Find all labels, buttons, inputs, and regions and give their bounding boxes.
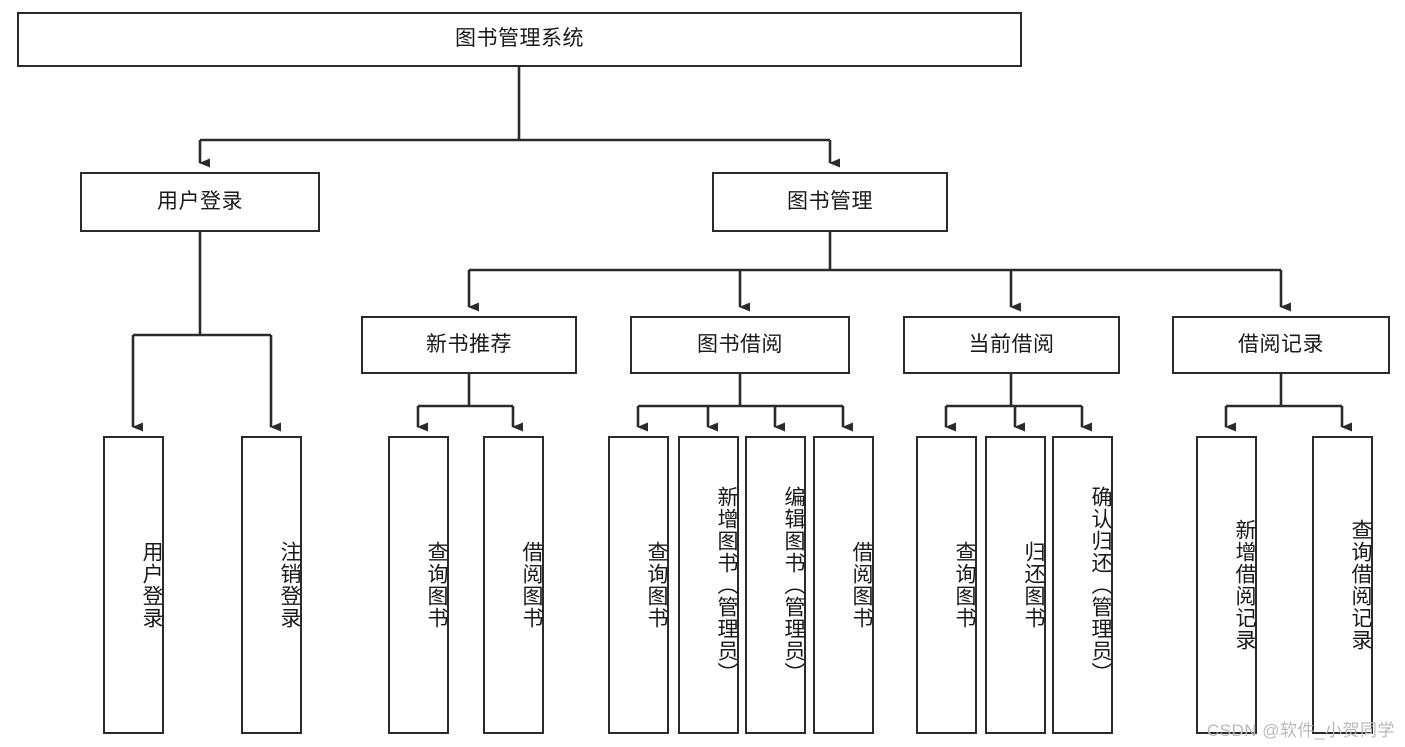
node-leaf-add-borrow-record[interactable]: 新增借阅记录 [1196,436,1257,734]
node-leaf-query-book-current-label: 查询图书 [953,541,976,629]
node-book-manage[interactable]: 图书管理 [712,172,948,232]
node-root[interactable]: 图书管理系统 [17,12,1022,67]
node-leaf-confirm-return-label: 确认归还（管理员） [1089,486,1112,684]
node-leaf-add-book[interactable]: 新增图书（管理员） [678,436,739,734]
node-leaf-user-login[interactable]: 用户登录 [103,436,164,734]
node-new-book-recommend-label: 新书推荐 [426,332,512,356]
node-book-manage-label: 图书管理 [787,189,873,213]
node-leaf-return-book-label: 归还图书 [1022,541,1045,629]
node-book-borrow-label: 图书借阅 [697,332,783,356]
node-leaf-query-borrow-record-label: 查询借阅记录 [1349,519,1372,651]
node-leaf-query-book-current[interactable]: 查询图书 [916,436,977,734]
node-leaf-query-borrow-record[interactable]: 查询借阅记录 [1312,436,1373,734]
node-root-label: 图书管理系统 [455,27,584,51]
node-leaf-borrow-book[interactable]: 借阅图书 [813,436,874,734]
node-leaf-logout-label: 注销登录 [278,541,301,629]
node-leaf-add-book-label: 新增图书（管理员） [715,486,738,684]
node-leaf-borrow-book-label: 借阅图书 [850,541,873,629]
node-borrow-record-label: 借阅记录 [1238,332,1324,356]
node-user-login[interactable]: 用户登录 [80,172,320,232]
node-leaf-user-login-label: 用户登录 [140,541,163,629]
node-new-book-recommend[interactable]: 新书推荐 [361,316,577,374]
node-leaf-confirm-return[interactable]: 确认归还（管理员） [1052,436,1113,734]
node-borrow-record[interactable]: 借阅记录 [1172,316,1390,374]
node-leaf-query-book-recommend[interactable]: 查询图书 [388,436,449,734]
node-leaf-logout[interactable]: 注销登录 [241,436,302,734]
node-current-borrow[interactable]: 当前借阅 [903,316,1120,374]
node-book-borrow[interactable]: 图书借阅 [630,316,850,374]
node-leaf-query-book-borrow[interactable]: 查询图书 [608,436,669,734]
node-leaf-query-book-borrow-label: 查询图书 [645,541,668,629]
node-leaf-edit-book[interactable]: 编辑图书（管理员） [745,436,806,734]
node-user-login-label: 用户登录 [157,189,243,213]
node-leaf-add-borrow-record-label: 新增借阅记录 [1233,519,1256,651]
node-leaf-edit-book-label: 编辑图书（管理员） [782,486,805,684]
node-leaf-borrow-book-recommend-label: 借阅图书 [520,541,543,629]
node-leaf-return-book[interactable]: 归还图书 [985,436,1046,734]
node-current-borrow-label: 当前借阅 [968,332,1055,356]
node-leaf-borrow-book-recommend[interactable]: 借阅图书 [483,436,544,734]
node-leaf-query-book-recommend-label: 查询图书 [425,541,448,629]
